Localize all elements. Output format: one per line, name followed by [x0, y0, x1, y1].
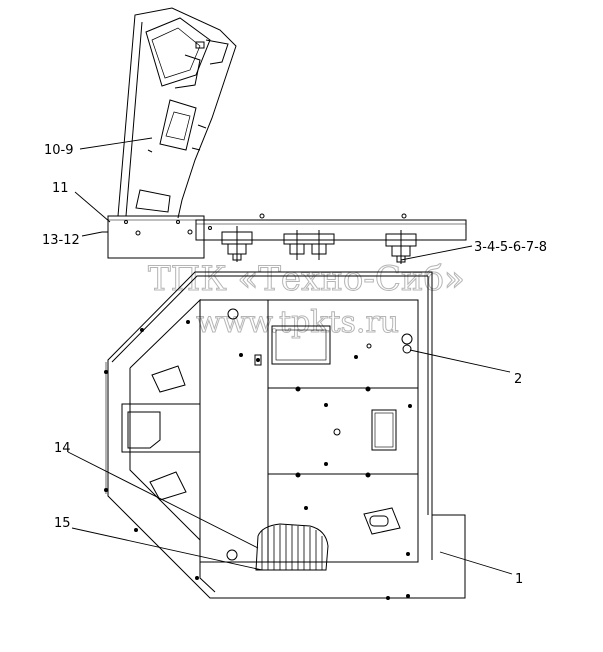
callout-15: 15 [54, 516, 71, 531]
leader-lines [67, 137, 513, 575]
callout-11: 11 [52, 181, 69, 196]
callout-14: 14 [54, 441, 71, 456]
clamp-group-1 [221, 226, 253, 262]
callout-13-12: 13-12 [42, 233, 80, 248]
callout-10-9: 10-9 [44, 143, 74, 158]
watermark-line-2: www.tpkts.ru [196, 305, 399, 340]
clamp-group-3 [385, 230, 417, 264]
seat-rail-assembly [102, 213, 467, 264]
foot-pad [255, 523, 329, 571]
callout-3-8: 3-4-5-6-7-8 [474, 240, 547, 255]
clamp-group-2 [283, 230, 335, 260]
floor-plate [104, 271, 466, 600]
lever-handle [117, 7, 237, 219]
callout-2: 2 [514, 372, 522, 387]
watermark-line-1: ТПК «Техно-Сиб» [148, 259, 465, 299]
callout-1: 1 [515, 572, 523, 587]
